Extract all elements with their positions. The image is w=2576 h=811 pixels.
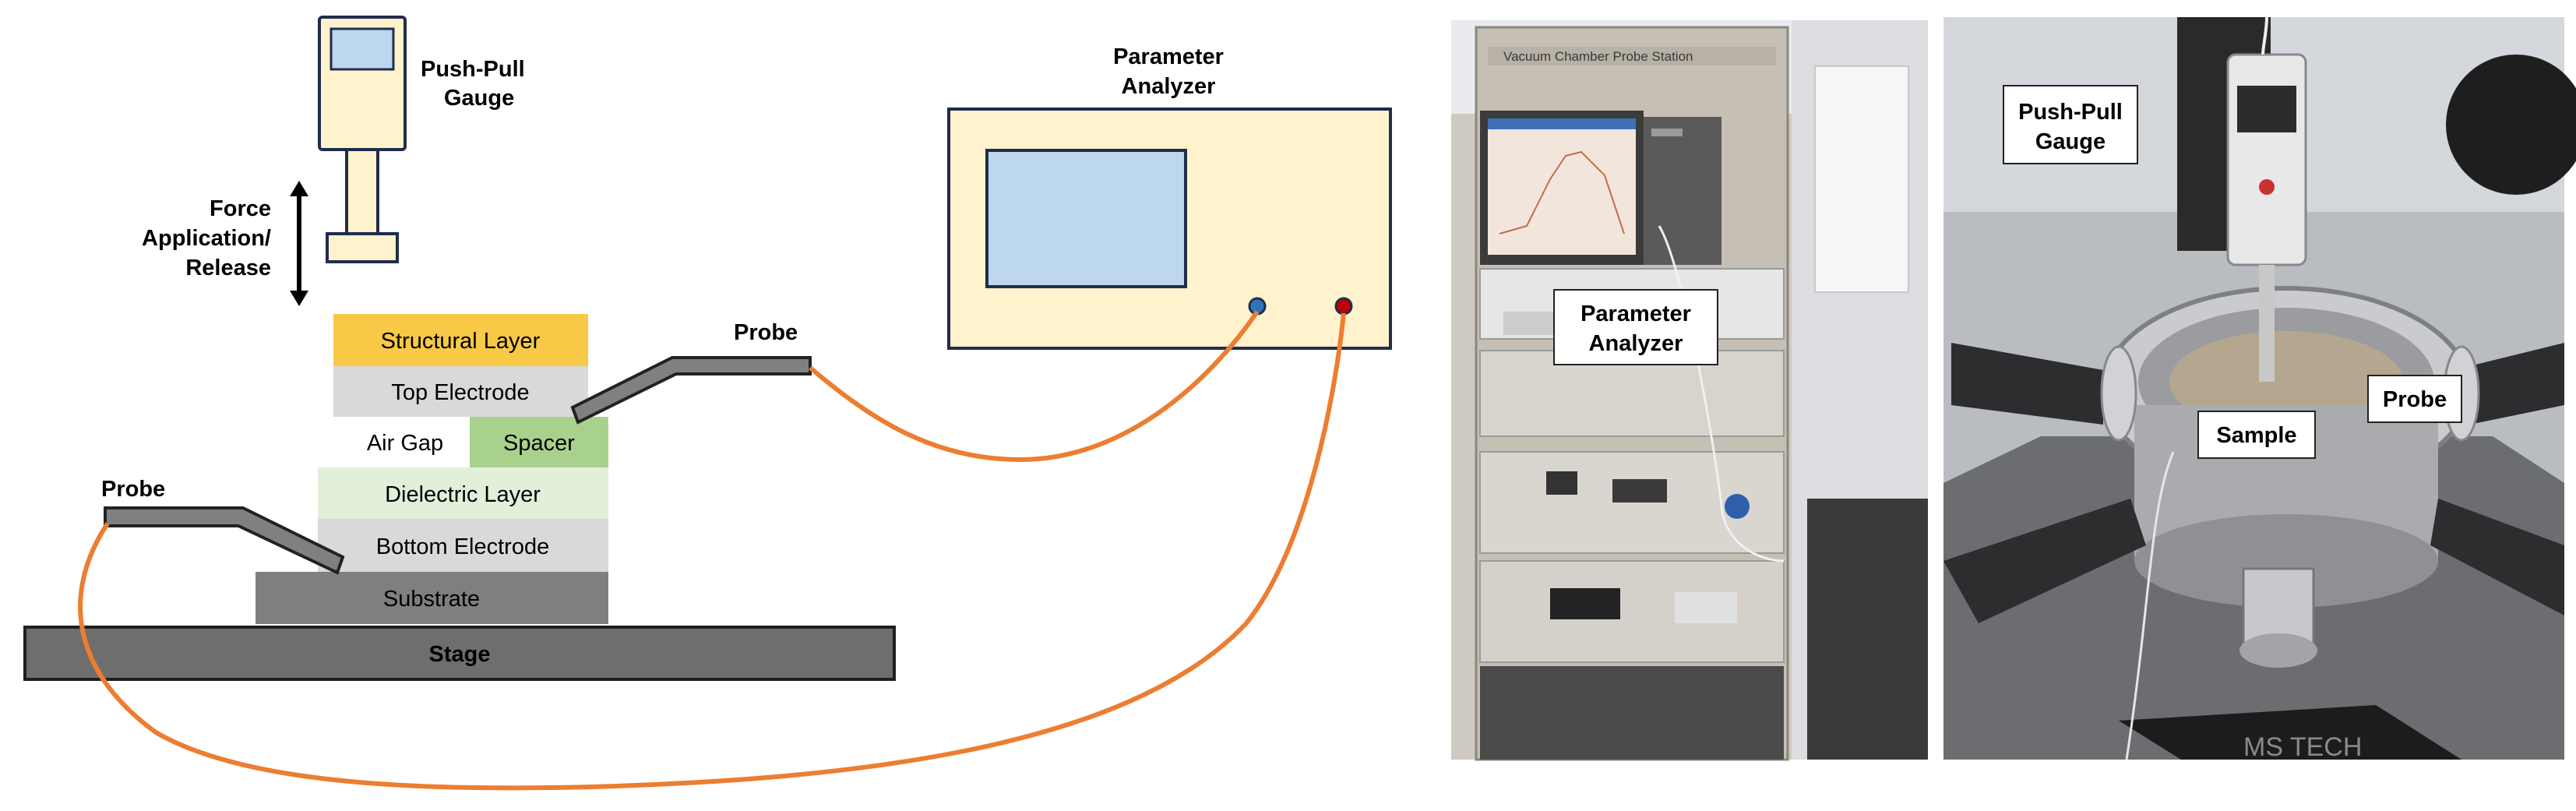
callout-parameter-analyzer bbox=[1553, 289, 1718, 365]
cable-right-probe bbox=[809, 310, 1260, 463]
layer-stack: Structural Layer Top Electrode Air Gap S… bbox=[23, 314, 896, 681]
callout-probe bbox=[2367, 375, 2462, 423]
top-electrode bbox=[333, 366, 588, 417]
callout-gauge-line1: Push-Pull bbox=[2018, 100, 2123, 125]
force-label-line2: Application/ bbox=[142, 226, 271, 251]
force-label-line1: Force bbox=[210, 196, 271, 221]
push-pull-gauge bbox=[318, 16, 407, 263]
substrate bbox=[255, 572, 608, 624]
top-electrode-label: Top Electrode bbox=[391, 380, 529, 405]
callout-sample-text: Sample bbox=[2216, 423, 2296, 448]
photo-vacuum-chamber: MS TECH Push-Pull Gauge Sample Probe bbox=[1943, 16, 2576, 762]
force-label-line3: Release bbox=[185, 256, 271, 280]
callout-sample bbox=[2197, 411, 2316, 459]
probe-left bbox=[104, 506, 345, 575]
analyzer-label-line2: Analyzer bbox=[1122, 74, 1216, 99]
callout-parameter-analyzer-line1: Parameter bbox=[1580, 301, 1691, 326]
cabinet-caption: Vacuum Chamber Probe Station bbox=[1503, 49, 1693, 64]
substrate-label: Substrate bbox=[383, 587, 480, 612]
probe-left-label: Probe bbox=[101, 477, 165, 502]
brand-text: MS TECH bbox=[2243, 732, 2362, 762]
callout-push-pull-gauge bbox=[2003, 85, 2138, 164]
gauge-label-line2: Gauge bbox=[444, 86, 514, 111]
structural-layer-label: Structural Layer bbox=[381, 329, 541, 354]
dielectric-layer-label: Dielectric Layer bbox=[385, 482, 541, 507]
cable-left-probe bbox=[78, 312, 1346, 791]
bottom-electrode-label: Bottom Electrode bbox=[376, 534, 549, 559]
spacer bbox=[470, 417, 608, 467]
gauge-label-line1: Push-Pull bbox=[421, 57, 525, 82]
bottom-electrode bbox=[318, 519, 608, 572]
probe-right bbox=[570, 356, 812, 425]
analyzer-port-red bbox=[1334, 297, 1353, 316]
callout-probe-text: Probe bbox=[2383, 387, 2447, 412]
air-gap-label: Air Gap bbox=[367, 431, 443, 456]
spacer-label: Spacer bbox=[503, 431, 575, 456]
schematic-panel: Push-Pull Gauge Force Application/ Relea… bbox=[23, 16, 1392, 791]
stage bbox=[23, 626, 896, 681]
probe-right-label: Probe bbox=[734, 320, 798, 345]
callout-parameter-analyzer-line2: Analyzer bbox=[1589, 331, 1683, 356]
structural-layer bbox=[333, 314, 588, 366]
air-gap bbox=[333, 417, 470, 467]
dielectric-layer bbox=[318, 467, 608, 519]
analyzer-label-line1: Parameter bbox=[1113, 44, 1224, 69]
stage-label: Stage bbox=[429, 642, 491, 667]
parameter-analyzer bbox=[947, 108, 1392, 350]
photo-probe-station: Vacuum Chamber Probe Station Parameter A… bbox=[1451, 20, 1928, 761]
callout-gauge-line2: Gauge bbox=[2035, 129, 2106, 154]
